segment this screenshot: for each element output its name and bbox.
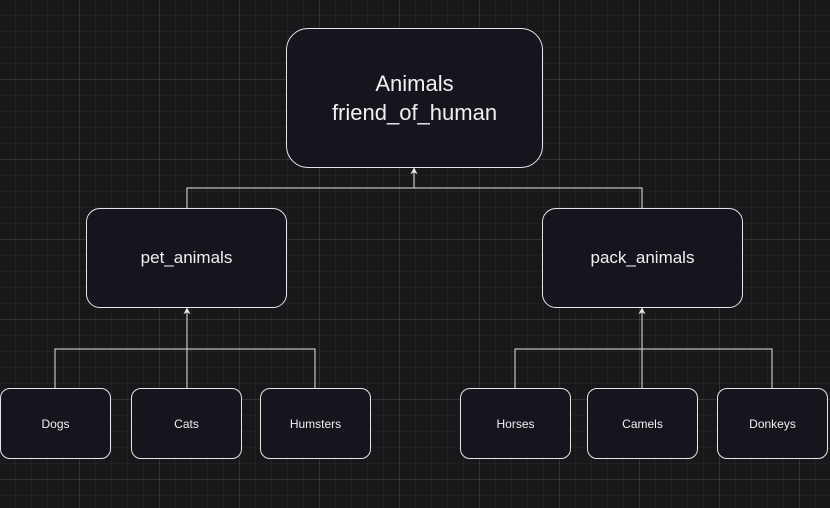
node-camels[interactable]: Camels	[587, 388, 698, 459]
node-horses[interactable]: Horses	[460, 388, 571, 459]
node-label: pack_animals	[590, 248, 695, 267]
node-label: Camels	[622, 416, 663, 431]
node-label: Cats	[174, 416, 199, 431]
root-title: Animals	[375, 71, 454, 96]
node-animals-root[interactable]: Animals friend_of_human	[286, 28, 543, 168]
connector-pack-to-root	[414, 187, 643, 208]
connector-horses-to-pack	[514, 348, 642, 388]
node-dogs[interactable]: Dogs	[0, 388, 111, 459]
node-label: Horses	[496, 416, 535, 431]
connector-humsters-to-pet	[187, 348, 316, 388]
connector-donkeys-to-pack	[642, 348, 773, 388]
node-donkeys[interactable]: Donkeys	[717, 388, 828, 459]
root-subtitle: friend_of_human	[331, 100, 498, 125]
connector-pet-to-root	[186, 167, 418, 208]
node-label: Dogs	[41, 416, 70, 431]
node-pet-animals[interactable]: pet_animals	[86, 208, 287, 308]
node-pack-animals[interactable]: pack_animals	[542, 208, 743, 308]
connector-dogs-to-pet	[54, 348, 187, 388]
node-label: Donkeys	[749, 416, 796, 431]
node-label: pet_animals	[140, 248, 233, 267]
node-humsters[interactable]: Humsters	[260, 388, 371, 459]
node-cats[interactable]: Cats	[131, 388, 242, 459]
node-label: Humsters	[289, 416, 342, 431]
